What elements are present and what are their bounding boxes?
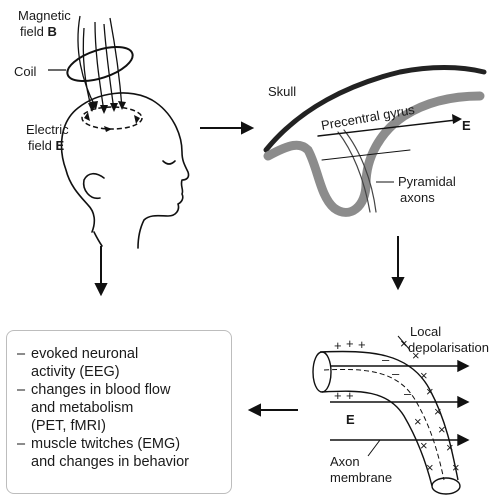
label-local: Local (410, 324, 441, 339)
electric-field-loop (82, 107, 142, 129)
svg-text:×: × (434, 404, 442, 419)
svg-text:+: + (358, 337, 366, 352)
effect-item: – muscle twitches (EMG)and changes in be… (17, 435, 225, 471)
label-depolarisation: depolarisation (408, 340, 489, 355)
svg-text:×: × (426, 384, 434, 399)
svg-text:+: + (334, 338, 342, 353)
svg-text:–: – (392, 366, 400, 381)
svg-text:×: × (420, 438, 428, 453)
svg-text:–: – (382, 352, 390, 367)
svg-text:+: + (346, 388, 354, 403)
label-coil: Coil (14, 64, 37, 79)
svg-text:×: × (438, 422, 446, 437)
magnetic-field-lines (78, 16, 122, 112)
svg-text:–: – (404, 386, 412, 401)
effect-dash: – (17, 381, 31, 435)
label-pyramidal: Pyramidal (398, 174, 456, 189)
svg-text:×: × (446, 440, 454, 455)
cortex-illustration (266, 68, 484, 213)
svg-text:×: × (452, 460, 460, 475)
svg-text:+: + (334, 388, 342, 403)
svg-text:×: × (420, 368, 428, 383)
label-e-axon: E (346, 412, 355, 427)
label-magnetic: Magnetic (18, 8, 71, 23)
label-field-b: field B (20, 24, 57, 39)
svg-text:×: × (414, 414, 422, 429)
head-illustration (62, 93, 189, 248)
label-electric: Electric (26, 122, 69, 137)
label-axons: axons (400, 190, 435, 205)
electric-field-arrowheads (84, 112, 140, 132)
effect-dash: – (17, 345, 31, 381)
svg-text:×: × (426, 460, 434, 475)
label-axon: Axon (330, 454, 360, 469)
label-membrane: membrane (330, 470, 392, 485)
svg-text:+: + (346, 336, 354, 351)
label-field-e: field E (28, 138, 64, 153)
effect-text: muscle twitches (EMG)and changes in beha… (31, 435, 189, 471)
effect-dash: – (17, 435, 31, 471)
e-field-arrowhead (452, 114, 462, 124)
label-skull: Skull (268, 84, 296, 99)
membrane-pointer (368, 440, 380, 456)
label-e-field: E (462, 118, 471, 133)
label-precentral-gyrus: Precentral gyrus (320, 102, 416, 133)
